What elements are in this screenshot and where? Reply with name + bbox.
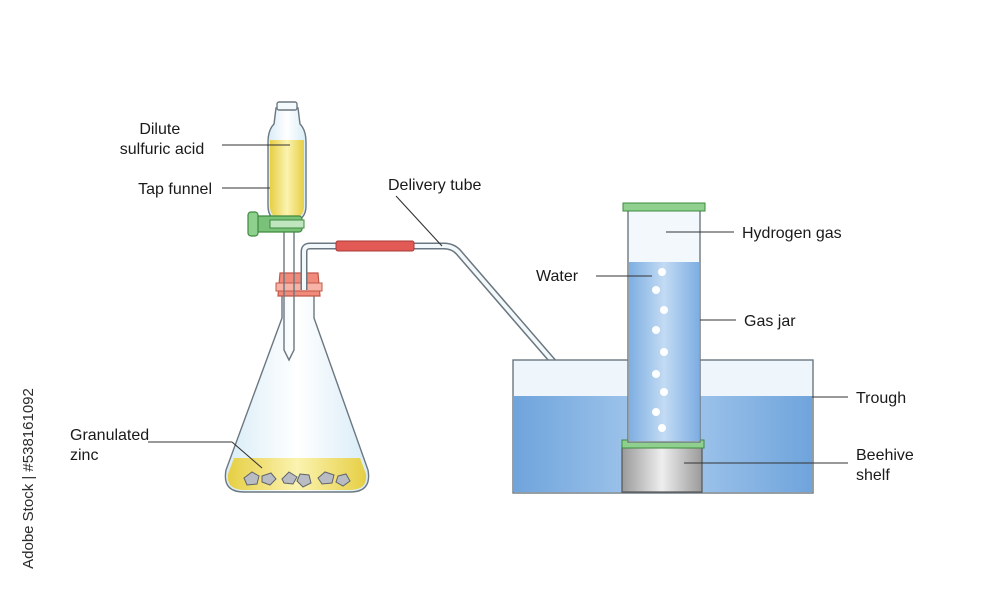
stock-id-watermark: Adobe Stock | #538161092	[19, 388, 37, 569]
label-beehive-shelf: Beehive shelf	[856, 447, 918, 484]
tap-valve	[247, 211, 305, 237]
label-water: Water	[536, 268, 579, 285]
rubber-connector	[335, 240, 415, 252]
label-gas-jar: Gas jar	[744, 313, 796, 330]
flask-neck-band	[275, 282, 323, 292]
label-delivery-tube: Delivery tube	[388, 177, 481, 194]
gas-jar-cap	[622, 202, 706, 212]
funnel-acid	[270, 140, 304, 220]
conical-flask	[224, 286, 370, 493]
label-trough: Trough	[856, 390, 906, 407]
tap-funnel	[267, 101, 307, 223]
leader-lines	[148, 144, 848, 469]
gas-jar	[622, 202, 706, 443]
zinc-granules	[243, 471, 351, 488]
beehive-shelf	[621, 439, 705, 493]
label-tap-funnel: Tap funnel	[138, 181, 212, 198]
label-hydrogen-gas: Hydrogen gas	[742, 225, 842, 242]
hydrogen-bubbles	[652, 268, 668, 432]
label-dilute-acid: Dilute sulfuric acid	[120, 121, 204, 158]
label-granulated-zinc: Granulated zinc	[70, 427, 154, 464]
